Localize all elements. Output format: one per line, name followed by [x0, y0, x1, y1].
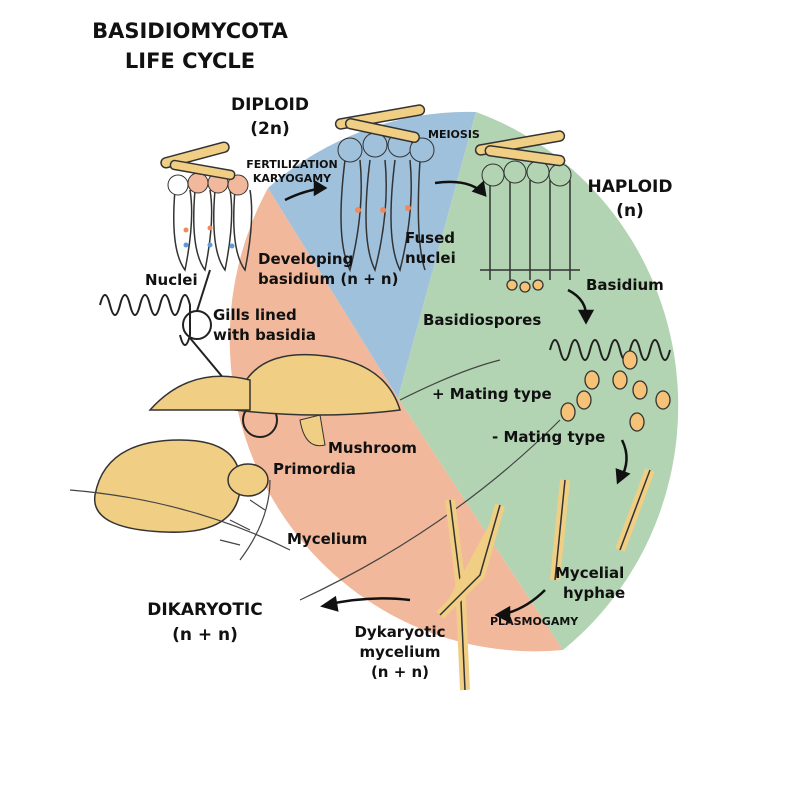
dikaryotic-ploidy: (n + n)	[172, 625, 238, 645]
gill-magnifier-circle	[182, 310, 212, 340]
mycelium-illustration	[69, 359, 561, 601]
diploid-label: DIPLOID	[231, 95, 309, 115]
hyphae-illustration	[436, 468, 655, 691]
minus-mating-type-label: - Mating type	[492, 428, 605, 446]
mycelial-hyphae-label-1: Mycelial	[555, 564, 624, 582]
developing-basidium-illustration	[160, 141, 253, 272]
title-line-2: LIFE CYCLE	[125, 49, 255, 73]
haploid-ploidy: (n)	[616, 201, 644, 221]
diploid-ploidy: (2n)	[250, 119, 289, 139]
title-line-1: BASIDIOMYCOTA	[92, 19, 289, 43]
fertilization-label: FERTILIZATION	[246, 158, 338, 171]
basidiospores-label: Basidiospores	[423, 311, 541, 329]
mycelial-hyphae-label-2: hyphae	[563, 584, 625, 602]
nuclei-label: Nuclei	[145, 271, 198, 289]
plus-mating-type-label: + Mating type	[432, 385, 552, 403]
dikaryotic-label: DIKARYOTIC	[147, 600, 262, 620]
gills-label-1: Gills lined	[213, 306, 297, 324]
developing-basidium-label-1: Developing	[258, 250, 353, 268]
karyogamy-label: KARYOGAMY	[253, 172, 332, 185]
mushroom-illustration	[94, 353, 401, 533]
dikaryotic-mycelium-label-3: (n + n)	[371, 663, 429, 681]
dikaryotic-mycelium-label-1: Dykaryotic	[354, 623, 445, 641]
gills-label-2: with basidia	[213, 326, 316, 344]
fused-nuclei-label-2: nuclei	[405, 249, 456, 267]
haploid-label: HAPLOID	[588, 177, 673, 197]
plasmogamy-label: PLASMOGAMY	[490, 615, 579, 628]
fused-nuclei-basidium-illustration	[334, 104, 435, 273]
meiosis-label: MEIOSIS	[428, 128, 480, 141]
basidium-illustration	[474, 130, 580, 293]
dikaryotic-mycelium-label-2: mycelium	[359, 643, 440, 661]
gills-illustration	[99, 294, 191, 346]
dikaryotic-sector	[229, 188, 563, 652]
spores-illustration	[549, 339, 671, 432]
mycelium-label: Mycelium	[287, 530, 367, 548]
primordia-label: Primordia	[273, 460, 356, 478]
haploid-sector	[398, 112, 679, 650]
developing-basidium-label-2: basidium (n + n)	[258, 270, 398, 288]
basidium-label: Basidium	[586, 276, 664, 294]
cycle-arrows	[284, 179, 631, 624]
mushroom-label: Mushroom	[328, 439, 417, 457]
cycle-wheel	[229, 111, 679, 652]
fused-nuclei-label-1: Fused	[405, 229, 455, 247]
diploid-sector	[268, 111, 476, 398]
